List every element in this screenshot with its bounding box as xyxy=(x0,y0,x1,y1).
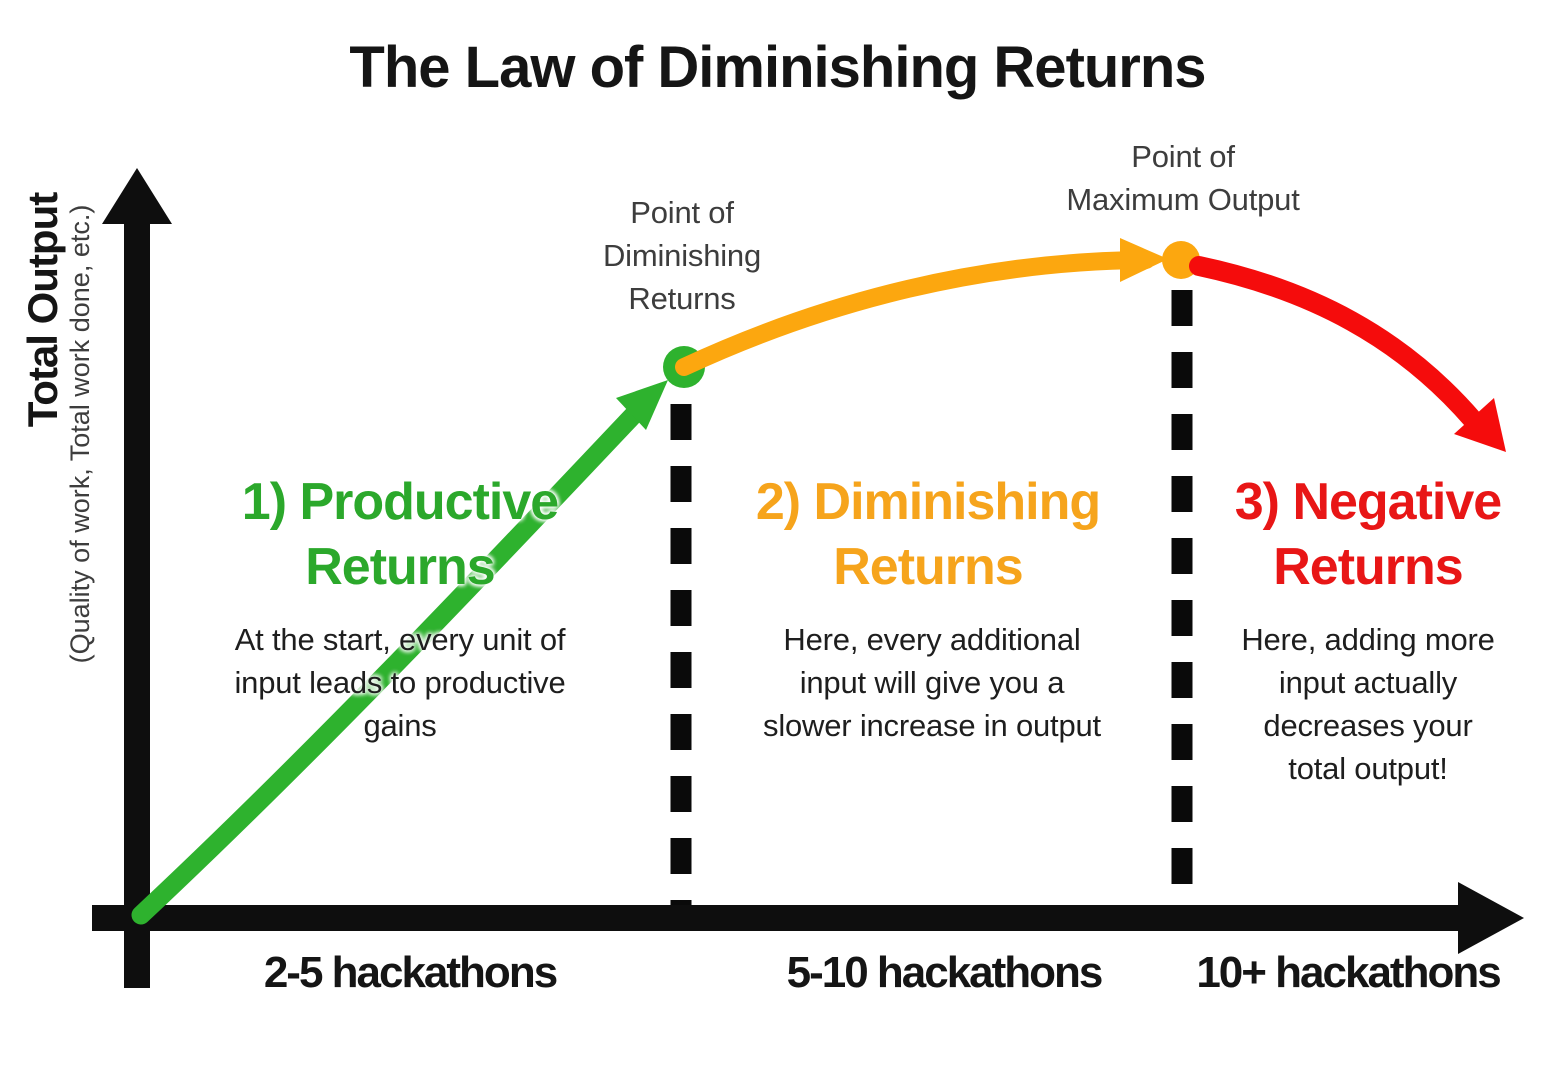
section-diminishing-heading: 2) Diminishing Returns xyxy=(755,473,1101,596)
y-axis-arrowhead-icon xyxy=(102,168,172,224)
red-curve-negative xyxy=(1189,256,1483,430)
annotation-diminishing-point: Point of Diminishing Returns xyxy=(602,195,762,316)
y-axis-label: Total Output xyxy=(19,192,66,428)
y-axis-sublabel: (Quality of work, Total work done, etc.) xyxy=(65,204,95,664)
x-axis-label-2-5-hackathons: 2-5 hackathons xyxy=(263,948,558,997)
page-title: The Law of Diminishing Returns xyxy=(349,35,1206,100)
x-axis-label-10plus-hackathons: 10+ hackathons xyxy=(1196,948,1501,997)
section-negative-heading: 3) Negative Returns xyxy=(1234,473,1502,596)
green-curve-productive xyxy=(131,396,652,925)
red-arrowhead-icon xyxy=(1454,398,1506,452)
section-diminishing-body: Here, every additional input will give y… xyxy=(763,622,1101,744)
section-productive-heading: 1) Productive Returns xyxy=(241,473,559,596)
orange-curve-diminishing xyxy=(675,251,1155,376)
x-axis-arrowhead-icon xyxy=(1458,882,1524,954)
x-axis-label-5-10-hackathons: 5-10 hackathons xyxy=(786,948,1104,997)
green-arrowhead-icon xyxy=(616,380,668,430)
orange-arrowhead-icon xyxy=(1120,238,1168,282)
section-productive-body: At the start, every unit of input leads … xyxy=(234,622,566,744)
annotation-maximum-point: Point of Maximum Output xyxy=(1066,139,1300,217)
section-negative-body: Here, adding more input actually decreas… xyxy=(1241,622,1495,787)
